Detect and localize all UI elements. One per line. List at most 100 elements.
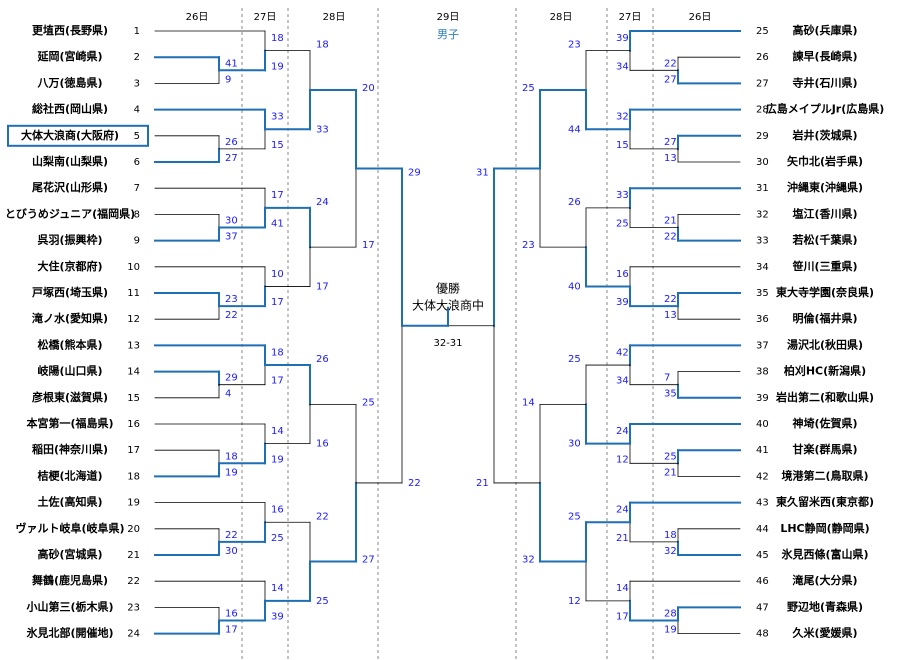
team-seed: 37	[756, 340, 769, 351]
team-name: 松橋(熊本県)	[37, 337, 102, 351]
score-label: 16	[271, 505, 284, 516]
score-label: 39	[616, 297, 629, 308]
team-name: LHC静岡(静岡県)	[780, 521, 869, 535]
team-seed: 1	[134, 26, 140, 37]
score-label: 14	[522, 397, 535, 408]
score-label: 24	[316, 197, 329, 208]
score-label: 33	[616, 190, 629, 201]
score-label: 23	[568, 40, 581, 51]
score-label: 39	[271, 612, 284, 623]
team-name: 笹川(三重県)	[792, 259, 857, 273]
final-score: 32-31	[433, 338, 462, 349]
score-label: 29	[225, 373, 238, 384]
team-name: 高砂(宮城県)	[37, 547, 102, 561]
day-label-center: 29日	[437, 12, 460, 23]
score-label: 14	[616, 583, 629, 594]
score-label: 18	[271, 33, 284, 44]
team-seed: 46	[756, 576, 769, 587]
team-name: 更埴西(長野県)	[32, 23, 108, 37]
team-name: ヴァルト岐阜(岐阜県)	[15, 521, 124, 535]
team-name: 岩井(茨城県)	[791, 128, 857, 142]
team-seed: 45	[756, 550, 769, 561]
team-name: 野辺地(青森県)	[787, 599, 863, 613]
team-seed: 35	[756, 288, 769, 299]
team-seed: 13	[127, 340, 140, 351]
score-label: 17	[225, 625, 238, 636]
score-label: 40	[568, 281, 581, 292]
team-name: 氷見西條(富山県)	[781, 547, 868, 561]
team-name: 神埼(佐賀県)	[792, 416, 857, 430]
category-label: 男子	[437, 28, 459, 41]
score-label: 34	[616, 61, 629, 72]
team-seed: 32	[756, 209, 769, 220]
score-label: 16	[316, 439, 329, 450]
score-label: 17	[271, 376, 284, 387]
score-label: 15	[271, 140, 284, 151]
team-name: 境港第二(鳥取県)	[781, 468, 868, 482]
team-seed: 2	[134, 52, 140, 63]
score-label: 12	[616, 454, 629, 465]
score-label: 27	[664, 74, 677, 85]
team-name: 岩出第二(和歌山県)	[775, 390, 874, 404]
day-label-left-0: 26日	[186, 12, 209, 23]
team-seed: 20	[127, 524, 140, 535]
score-label: 25	[271, 533, 284, 544]
score-label: 27	[664, 137, 677, 148]
score-label: 9	[225, 74, 231, 85]
score-label: 14	[271, 583, 284, 594]
team-seed: 18	[127, 471, 140, 482]
score-label: 22	[225, 310, 238, 321]
team-seed: 16	[127, 419, 140, 430]
score-label: 14	[271, 426, 284, 437]
score-label: 37	[225, 232, 238, 243]
champion-team-box	[7, 124, 149, 147]
team-name: 滝尾(大分県)	[792, 573, 857, 587]
team-name: 総社西(岡山県)	[32, 102, 108, 116]
score-label: 42	[616, 347, 629, 358]
team-seed: 41	[756, 445, 769, 456]
score-label: 18	[316, 40, 329, 51]
team-seed: 27	[756, 78, 769, 89]
score-label: 15	[616, 140, 629, 151]
score-label: 34	[616, 376, 629, 387]
team-name: 高砂(兵庫県)	[792, 23, 857, 37]
team-seed: 3	[134, 78, 140, 89]
score-label: 12	[568, 596, 581, 607]
score-label: 25	[316, 596, 329, 607]
champion-name: 大体大浪商中	[412, 298, 484, 313]
score-label: 19	[225, 467, 238, 478]
score-label: 33	[271, 112, 284, 123]
team-name: 久米(愛媛県)	[792, 626, 857, 640]
team-name: 塩江(香川県)	[792, 206, 857, 220]
team-name: 矢巾北(岩手県)	[787, 154, 863, 168]
team-name: 諫早(長崎県)	[792, 49, 857, 63]
score-label: 20	[362, 83, 375, 94]
score-label: 32	[616, 112, 629, 123]
score-label: 21	[664, 216, 677, 227]
team-seed: 4	[134, 105, 140, 116]
team-seed: 42	[756, 471, 769, 482]
score-label: 25	[522, 83, 535, 94]
team-seed: 47	[756, 602, 769, 613]
score-label: 25	[616, 219, 629, 230]
score-label: 16	[225, 609, 238, 620]
team-seed: 12	[127, 314, 140, 325]
score-label: 25	[664, 451, 677, 462]
score-label: 22	[408, 478, 421, 489]
score-label: 30	[225, 216, 238, 227]
team-name: 滝ノ水(愛知県)	[32, 311, 108, 325]
team-seed: 11	[127, 288, 140, 299]
score-label: 33	[316, 124, 329, 135]
team-name: 東大寺学園(奈良県)	[776, 285, 874, 299]
day-label-right-0: 28日	[550, 12, 573, 23]
score-label: 31	[476, 168, 489, 179]
team-seed: 33	[756, 236, 769, 247]
score-label: 24	[616, 426, 629, 437]
score-label: 19	[271, 61, 284, 72]
score-label: 23	[225, 294, 238, 305]
score-label: 27	[225, 153, 238, 164]
score-label: 21	[476, 478, 489, 489]
score-label: 17	[271, 190, 284, 201]
team-name: 甘楽(群馬県)	[792, 442, 857, 456]
team-seed: 25	[756, 26, 769, 37]
